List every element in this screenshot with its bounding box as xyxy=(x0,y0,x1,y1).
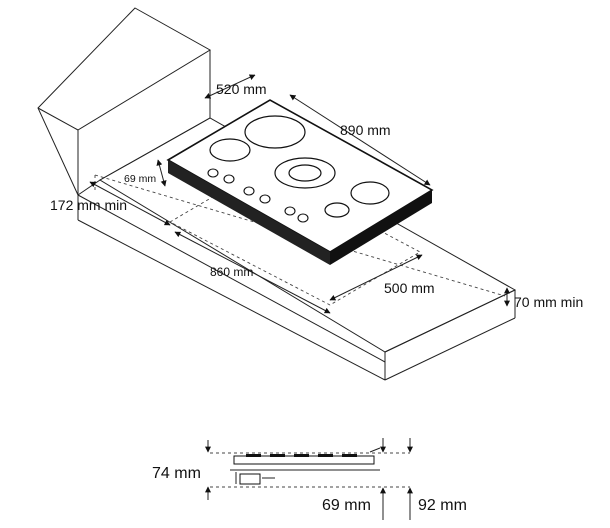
label-front-clearance: 70 mm min xyxy=(514,294,583,310)
control-knob xyxy=(259,194,271,204)
cooktop xyxy=(166,99,434,265)
burner-front-small xyxy=(324,202,350,218)
label-side-height: 74 mm xyxy=(152,465,201,482)
burner-rear-left xyxy=(209,138,251,162)
label-hob-width: 890 mm xyxy=(340,122,391,138)
label-cutout-depth: 500 mm xyxy=(384,280,435,296)
label-side-clearance: 172 mm min xyxy=(50,197,127,213)
control-knob xyxy=(284,206,296,216)
dimension-lines xyxy=(89,74,510,314)
label-cabinet-depth: 520 mm xyxy=(216,81,267,97)
label-side-right: 92 mm xyxy=(418,497,467,514)
label-cutout-width: 860 mm xyxy=(210,265,253,279)
burner-wok-inner xyxy=(288,164,322,182)
burner-right xyxy=(350,181,390,205)
control-knob xyxy=(207,168,219,178)
control-knob xyxy=(223,174,235,184)
control-knob xyxy=(297,213,309,223)
label-side-below: 69 mm xyxy=(322,497,371,514)
control-knob xyxy=(243,186,255,196)
label-hob-edge: 69 mm xyxy=(124,173,156,185)
burner-large-rear xyxy=(244,115,306,149)
side-elevation xyxy=(205,438,413,520)
